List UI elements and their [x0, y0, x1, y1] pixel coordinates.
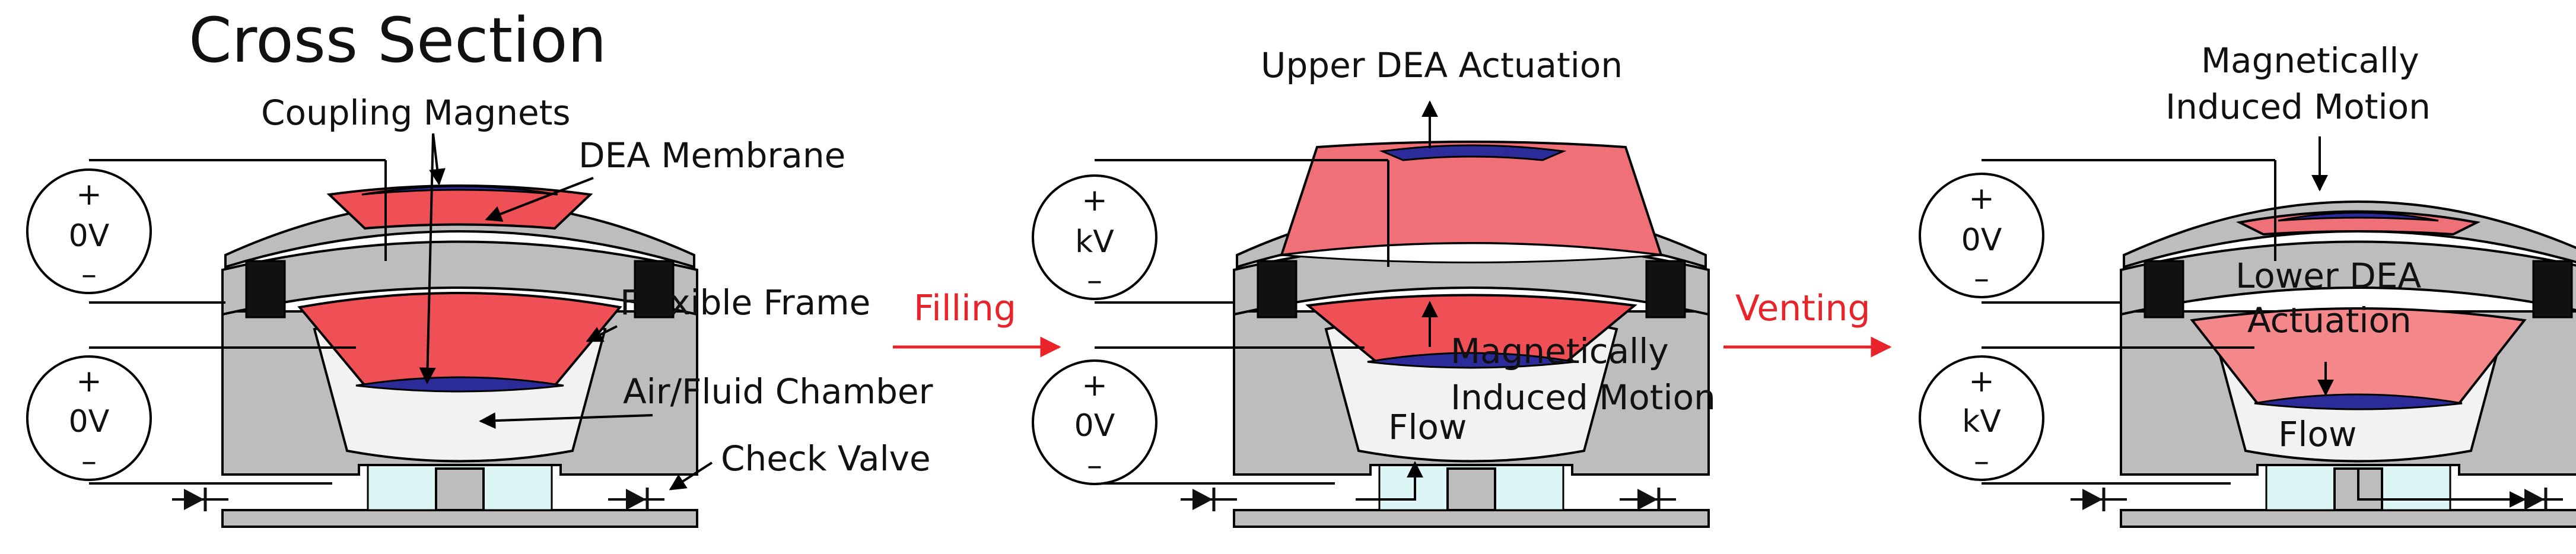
voltage-source-top: + 0V –: [1919, 159, 2276, 304]
voltage-source-bottom: + kV –: [1919, 346, 2254, 485]
step-venting: Venting: [1735, 288, 1871, 329]
check-valve-left: [172, 488, 228, 511]
label-upper-dea-actuation: Upper DEA Actuation: [1261, 45, 1623, 85]
voltage-source-top: + 0V –: [26, 159, 387, 304]
voltage-source-bottom: + 0V –: [1032, 346, 1365, 485]
svg-text:0V: 0V: [69, 218, 110, 254]
voltage-source-top: + kV –: [1032, 159, 1389, 304]
svg-text:0V: 0V: [69, 404, 110, 440]
check-valve-left: [2071, 488, 2127, 511]
panel-cross-section: [221, 184, 698, 528]
label-flow: Flow: [1388, 407, 1467, 447]
svg-text:–: –: [81, 257, 97, 292]
label-mag-motion-line2: Induced Motion: [2165, 87, 2431, 127]
label-dea-membrane: DEA Membrane: [578, 135, 845, 176]
check-valve-right: [2524, 488, 2563, 511]
svg-text:–: –: [1974, 261, 1989, 297]
svg-text:+: +: [1968, 181, 1995, 216]
svg-text:+: +: [76, 364, 102, 399]
label-lower-dea-line1: Lower DEA: [2235, 256, 2421, 296]
step-filling: Filling: [914, 288, 1016, 329]
label-flexible-frame: Flexible Frame: [620, 282, 870, 323]
svg-text:+: +: [1082, 183, 1108, 218]
check-valve-left: [1181, 488, 1237, 511]
panel-filling: [1233, 141, 1710, 528]
svg-text:–: –: [1087, 263, 1102, 298]
svg-text:–: –: [81, 444, 97, 479]
label-lower-dea-line2: Actuation: [2247, 300, 2412, 340]
diagram-title: Cross Section: [189, 4, 607, 77]
panel-venting: [2120, 200, 2576, 528]
voltage-source-bottom: + 0V –: [26, 346, 356, 485]
svg-text:–: –: [1974, 444, 1989, 479]
label-mag-motion-line1: Magnetically: [2201, 40, 2419, 81]
check-valve-right: [1620, 488, 1676, 511]
label-coupling-magnets: Coupling Magnets: [261, 93, 571, 133]
svg-text:+: +: [1082, 368, 1108, 403]
svg-text:kV: kV: [1962, 404, 2001, 440]
label-mag-motion-line2: Induced Motion: [1451, 377, 1716, 418]
svg-text:+: +: [1968, 364, 1995, 399]
label-mag-motion-line1: Magnetically: [1451, 331, 1669, 371]
svg-text:–: –: [1087, 448, 1102, 483]
label-check-valve: Check Valve: [721, 438, 931, 479]
svg-text:+: +: [76, 177, 102, 212]
svg-text:kV: kV: [1075, 224, 1114, 260]
svg-text:0V: 0V: [1074, 408, 1115, 444]
label-flow: Flow: [2278, 414, 2356, 454]
label-air-fluid-chamber: Air/Fluid Chamber: [623, 371, 933, 412]
check-valve-right: [608, 488, 664, 511]
svg-text:0V: 0V: [1961, 222, 2002, 258]
